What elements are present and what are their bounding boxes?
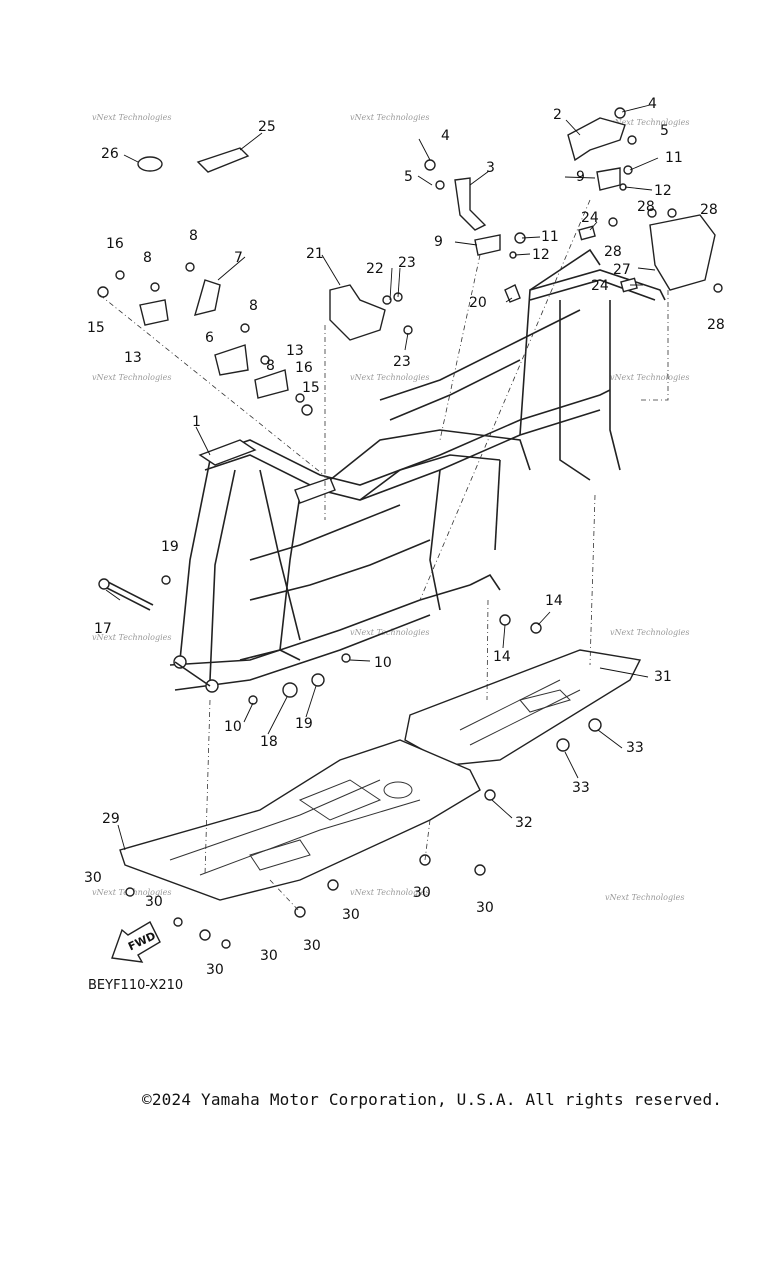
watermark: vNext Technologies — [610, 118, 689, 127]
callout-28: 28 — [637, 199, 655, 215]
callout-15: 15 — [87, 320, 105, 336]
callout-17: 17 — [94, 621, 112, 637]
rear-brackets — [424, 107, 723, 303]
callout-1: 1 — [192, 414, 201, 430]
callout-33: 33 — [572, 780, 590, 796]
watermark: vNext Technologies — [92, 373, 171, 382]
callout-29: 29 — [102, 811, 120, 827]
callout-30: 30 — [145, 894, 163, 910]
callout-10: 10 — [374, 655, 392, 671]
callout-8: 8 — [143, 250, 152, 266]
callout-30: 30 — [413, 885, 431, 901]
callout-11: 11 — [665, 150, 683, 166]
watermark: vNext Technologies — [92, 633, 171, 642]
callout-13: 13 — [286, 343, 304, 359]
watermark: vNext Technologies — [92, 113, 171, 122]
callout-28: 28 — [707, 317, 725, 333]
callout-8: 8 — [266, 358, 275, 374]
watermark: vNext Technologies — [610, 373, 689, 382]
callout-20: 20 — [469, 295, 487, 311]
callout-6: 6 — [205, 330, 214, 346]
callout-26: 26 — [101, 146, 119, 162]
callout-25: 25 — [258, 119, 276, 135]
callout-32: 32 — [515, 815, 533, 831]
callout-30: 30 — [206, 962, 224, 978]
callout-15: 15 — [302, 380, 320, 396]
watermark: vNext Technologies — [605, 893, 684, 902]
callout-21: 21 — [306, 246, 324, 262]
callout-16: 16 — [295, 360, 313, 376]
callout-12: 12 — [532, 247, 550, 263]
leader-lines — [105, 104, 659, 851]
callout-13: 13 — [124, 350, 142, 366]
skid-plates — [119, 649, 642, 949]
callout-24: 24 — [581, 210, 599, 226]
callout-8: 8 — [189, 228, 198, 244]
callout-12: 12 — [654, 183, 672, 199]
callout-7: 7 — [234, 250, 243, 266]
callout-16: 16 — [106, 236, 124, 252]
callout-28: 28 — [604, 244, 622, 260]
watermark: vNext Technologies — [350, 888, 429, 897]
watermark: vNext Technologies — [350, 373, 429, 382]
callout-30: 30 — [342, 907, 360, 923]
callout-5: 5 — [660, 123, 669, 139]
callout-33: 33 — [626, 740, 644, 756]
forward-direction-arrow: FWD — [111, 921, 161, 963]
callout-9: 9 — [576, 169, 585, 185]
callout-10: 10 — [224, 719, 242, 735]
front-brackets — [97, 147, 413, 416]
callout-30: 30 — [84, 870, 102, 886]
main-frame — [169, 248, 666, 693]
watermark: vNext Technologies — [350, 113, 429, 122]
diagram-code: BEYF110-X210 — [88, 978, 184, 993]
callout-5: 5 — [404, 169, 413, 185]
callout-30: 30 — [476, 900, 494, 916]
copyright-notice: ©2024 Yamaha Motor Corporation, U.S.A. A… — [142, 1090, 723, 1109]
lower-fasteners — [98, 575, 542, 705]
callout-30: 30 — [303, 938, 321, 954]
callout-31: 31 — [654, 669, 672, 685]
callout-23: 23 — [398, 255, 416, 271]
callout-numbers: 1 2 3 4 4 5 5 6 7 8 8 8 8 9 9 10 10 11 1… — [84, 96, 725, 978]
watermark: vNext Technologies — [350, 628, 429, 637]
callout-24: 24 — [591, 278, 609, 294]
callout-19: 19 — [161, 539, 179, 555]
watermark: vNext Technologies — [610, 628, 689, 637]
callout-19: 19 — [295, 716, 313, 732]
callout-18: 18 — [260, 734, 278, 750]
callout-28: 28 — [700, 202, 718, 218]
callout-9: 9 — [434, 234, 443, 250]
callout-23: 23 — [393, 354, 411, 370]
callout-4: 4 — [441, 128, 450, 144]
callout-4: 4 — [648, 96, 657, 112]
callout-22: 22 — [366, 261, 384, 277]
callout-11: 11 — [541, 229, 559, 245]
frame-parts-diagram: vNext Technologies vNext Technologies vN… — [84, 96, 725, 978]
callout-27: 27 — [613, 262, 631, 278]
callout-2: 2 — [553, 107, 562, 123]
assembly-lines — [99, 199, 669, 913]
callout-8: 8 — [249, 298, 258, 314]
callout-30: 30 — [260, 948, 278, 964]
callout-3: 3 — [486, 160, 495, 176]
callout-14: 14 — [493, 649, 511, 665]
callout-14: 14 — [545, 593, 563, 609]
